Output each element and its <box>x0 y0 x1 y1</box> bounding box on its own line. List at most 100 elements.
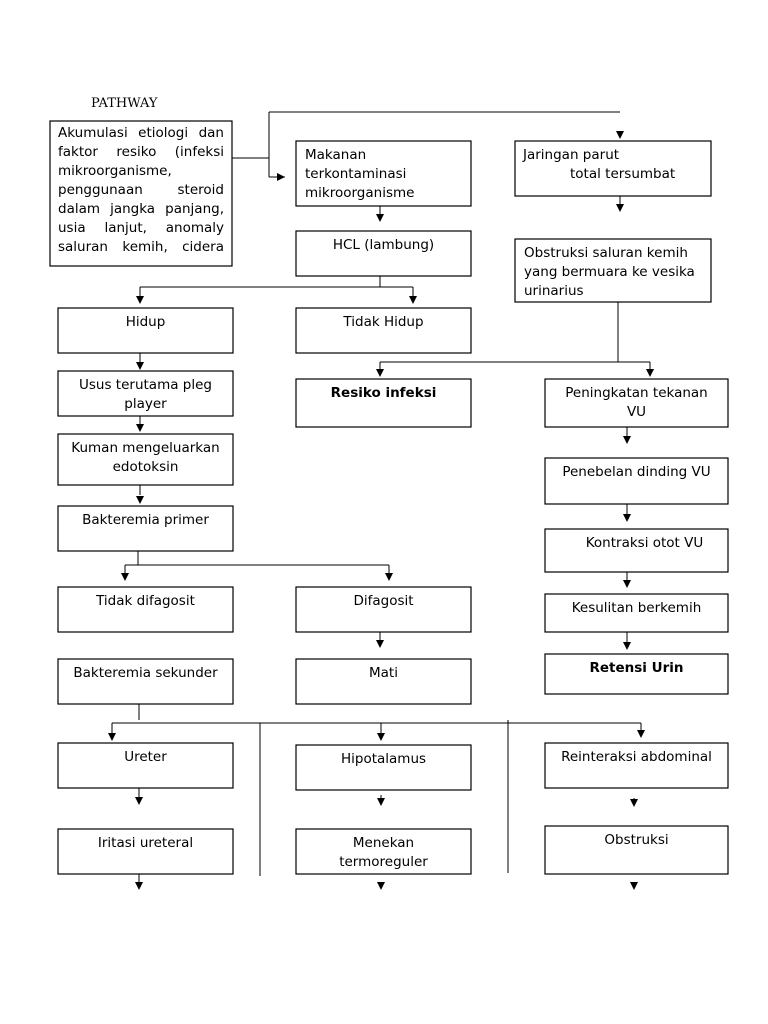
node-box <box>544 378 729 428</box>
node-label: terkontaminasi <box>305 166 406 182</box>
node-hcl: HCL (lambung) <box>295 230 472 277</box>
node-box <box>544 742 729 789</box>
node-box <box>295 307 472 354</box>
node-label: Kontraksi otot VU <box>586 535 704 551</box>
arrowhead <box>136 496 144 504</box>
node-label: Peningkatan tekanan <box>565 385 708 401</box>
node-label: total tersumbat <box>570 166 675 182</box>
node-etiologi-text: Akumulasi etiologi dan faktor resiko (in… <box>58 125 224 259</box>
arrowhead <box>136 296 144 304</box>
node-label: Hidup <box>126 314 166 330</box>
node-label: Penebelan dinding VU <box>562 464 710 480</box>
node-box <box>57 658 234 705</box>
node-box <box>544 528 729 573</box>
node-box <box>544 457 729 505</box>
arrowhead <box>377 733 385 741</box>
node-kesulitan: Kesulitan berkemih <box>544 593 729 633</box>
arrowhead <box>376 640 384 648</box>
node-label: Kuman mengeluarkan <box>71 440 219 456</box>
node-label: Bakteremia primer <box>82 512 209 528</box>
node-label: Mati <box>369 665 398 681</box>
node-label: yang bermuara ke vesika <box>524 264 695 280</box>
arrowhead <box>376 369 384 377</box>
node-ureter: Ureter <box>57 742 234 789</box>
node-label: HCL (lambung) <box>333 237 434 253</box>
node-box <box>57 433 234 486</box>
arrowhead <box>646 369 654 377</box>
node-box <box>514 238 712 303</box>
node-etiologi <box>49 120 233 267</box>
arrowhead <box>277 173 285 181</box>
node-box <box>544 593 729 633</box>
node-box <box>544 825 729 875</box>
node-bakteremia-primer: Bakteremia primer <box>57 505 234 552</box>
arrowhead <box>616 204 624 212</box>
node-box <box>295 828 472 875</box>
node-box <box>57 586 234 633</box>
node-box <box>49 120 233 267</box>
node-hidup: Hidup <box>57 307 234 354</box>
node-iritasi: Iritasi ureteral <box>57 828 234 875</box>
node-label: Reinteraksi abdominal <box>561 749 712 765</box>
node-resiko-infeksi: Resiko infeksi <box>295 378 472 428</box>
node-label: urinarius <box>524 283 584 299</box>
node-box <box>295 586 472 633</box>
node-label: Ureter <box>124 749 167 765</box>
node-box <box>57 505 234 552</box>
arrowhead <box>376 214 384 222</box>
arrowhead <box>136 362 144 370</box>
arrowhead <box>623 436 631 444</box>
node-label: Obstruksi saluran kemih <box>524 245 688 261</box>
node-box <box>295 658 472 705</box>
arrowhead <box>136 424 144 432</box>
node-box <box>57 828 234 875</box>
arrowhead <box>108 733 116 741</box>
node-obstruksi: Obstruksi <box>544 825 729 875</box>
node-box <box>57 307 234 354</box>
node-obstruksi-saluran: Obstruksi saluran kemih yang bermuara ke … <box>514 238 712 303</box>
node-mati: Mati <box>295 658 472 705</box>
node-label: Tidak Hidup <box>342 314 423 330</box>
arrowhead <box>637 730 645 738</box>
node-tidak-difagosit: Tidak difagosit <box>57 586 234 633</box>
arrowhead <box>385 573 393 581</box>
arrowhead <box>623 580 631 588</box>
node-label: VU <box>627 404 646 420</box>
node-box <box>295 744 472 791</box>
node-label: Tidak difagosit <box>95 593 195 609</box>
node-label: edotoksin <box>113 459 179 475</box>
node-label: Kesulitan berkemih <box>572 600 702 616</box>
connectors <box>108 111 654 890</box>
node-box <box>57 370 234 417</box>
arrowhead <box>623 514 631 522</box>
arrowhead <box>616 131 624 139</box>
node-label: Hipotalamus <box>341 751 426 767</box>
node-label: Resiko infeksi <box>331 385 437 401</box>
node-label: Jaringan parut <box>522 147 619 163</box>
node-label: Obstruksi <box>604 832 668 848</box>
node-hipotalamus: Hipotalamus <box>295 744 472 791</box>
node-penebalan: Penebelan dinding VU <box>544 457 729 505</box>
node-label: Usus terutama pleg <box>79 377 212 393</box>
node-box <box>544 653 729 695</box>
node-box <box>295 378 472 428</box>
arrowhead <box>409 296 417 304</box>
arrowhead <box>377 882 385 890</box>
node-label: termoreguler <box>339 854 428 870</box>
arrowhead <box>135 797 143 805</box>
node-bakteremia-sekunder: Bakteremia sekunder <box>57 658 234 705</box>
node-jaringan: Jaringan parut total tersumbat <box>514 140 712 197</box>
node-label: Retensi Urin <box>590 660 684 676</box>
node-reinteraksi: Reinteraksi abdominal <box>544 742 729 789</box>
node-label: mikroorganisme <box>305 185 414 201</box>
node-tidak-hidup: Tidak Hidup <box>295 307 472 354</box>
arrowhead <box>121 573 129 581</box>
arrowhead <box>630 882 638 890</box>
node-box <box>514 140 712 197</box>
arrowhead <box>135 882 143 890</box>
